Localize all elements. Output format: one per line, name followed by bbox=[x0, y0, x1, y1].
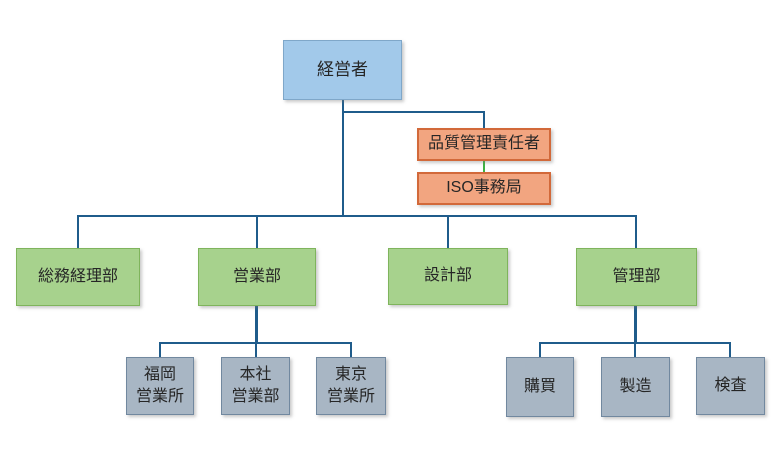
connector-drop-admin-dept bbox=[635, 215, 637, 248]
connector-drop-general-affairs bbox=[77, 215, 79, 248]
connector-ceo-trunk bbox=[342, 100, 344, 215]
connector-drop-purchasing bbox=[539, 342, 541, 357]
connector-main-rail bbox=[77, 215, 637, 217]
node-sales-dept: 営業部 bbox=[198, 248, 316, 306]
connector-sales-trunk bbox=[255, 306, 258, 343]
connector-drop-manufacturing bbox=[634, 342, 636, 357]
node-manufacturing: 製造 bbox=[601, 357, 670, 417]
connector-drop-fukuoka-sales bbox=[159, 342, 161, 357]
connector-ceo-to-quality-h bbox=[342, 111, 484, 113]
connector-drop-inspection bbox=[729, 342, 731, 357]
connector-drop-tokyo-sales bbox=[350, 342, 352, 357]
node-admin-dept: 管理部 bbox=[576, 248, 697, 306]
connector-drop-sales-dept bbox=[256, 215, 258, 248]
node-general-affairs: 総務経理部 bbox=[16, 248, 140, 306]
node-quality-manager: 品質管理責任者 bbox=[417, 128, 551, 161]
node-iso-office: ISO事務局 bbox=[417, 172, 551, 205]
node-ceo: 経営者 bbox=[283, 40, 402, 100]
node-inspection: 検査 bbox=[696, 357, 765, 415]
connector-admin-trunk bbox=[634, 306, 637, 343]
connector-drop-design-dept bbox=[447, 215, 449, 248]
node-tokyo-sales: 東京 営業所 bbox=[316, 357, 386, 415]
connector-quality-to-iso-green bbox=[483, 160, 485, 172]
node-purchasing: 購買 bbox=[506, 357, 574, 417]
node-fukuoka-sales: 福岡 営業所 bbox=[126, 357, 194, 415]
node-hq-sales: 本社 営業部 bbox=[221, 357, 290, 415]
node-design-dept: 設計部 bbox=[388, 248, 508, 305]
connector-drop-hq-sales bbox=[255, 342, 257, 357]
connector-ceo-to-quality-v bbox=[483, 111, 485, 128]
